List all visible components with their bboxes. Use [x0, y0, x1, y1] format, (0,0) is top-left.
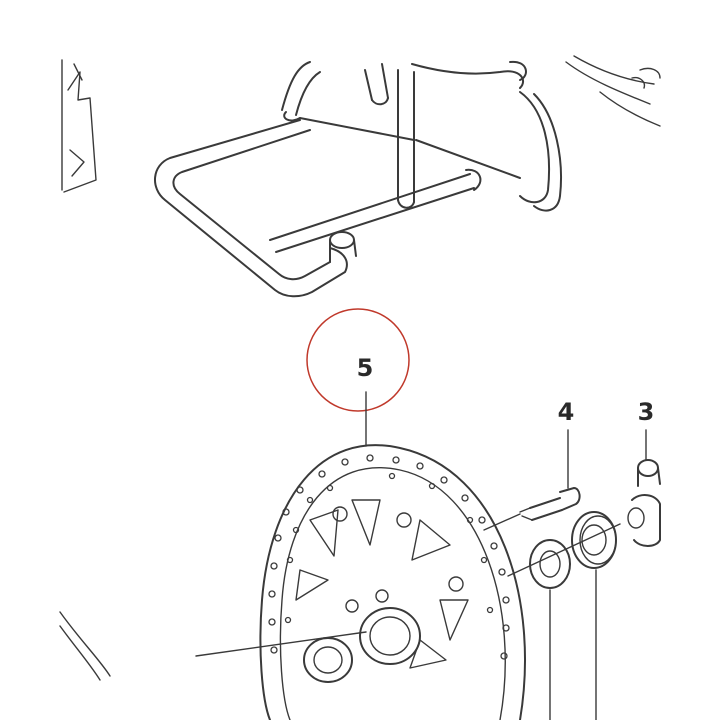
callout-5-highlight-circle[interactable]: [306, 308, 410, 412]
disc-bolt-hole: [396, 512, 412, 528]
disc-hub: [359, 607, 421, 665]
wheel-fragment: [59, 611, 367, 681]
disc-drilled-holes: [268, 454, 510, 660]
callout-5-label: 5: [357, 354, 374, 382]
spacer-rings: [507, 511, 621, 720]
center-stand: [154, 60, 562, 298]
part-4-bolt: [483, 487, 581, 531]
disc-bolt-hole: [332, 506, 348, 522]
bolt-axis-line: [483, 513, 521, 531]
disc-bolt-hole: [345, 599, 359, 613]
brake-disc: [259, 444, 526, 720]
disc-bolt-hole: [448, 576, 464, 592]
callout-3-label: 3: [638, 398, 655, 426]
frame-fragment-left: [61, 59, 97, 193]
disc-carrier-spokes: [295, 499, 469, 669]
callout-4-label: 4: [558, 398, 575, 426]
disc-bolt-hole: [375, 589, 389, 603]
ring-axis-line: [507, 523, 621, 577]
frame-fragment-right: [565, 55, 661, 127]
part-3-sleeve: [627, 459, 661, 547]
